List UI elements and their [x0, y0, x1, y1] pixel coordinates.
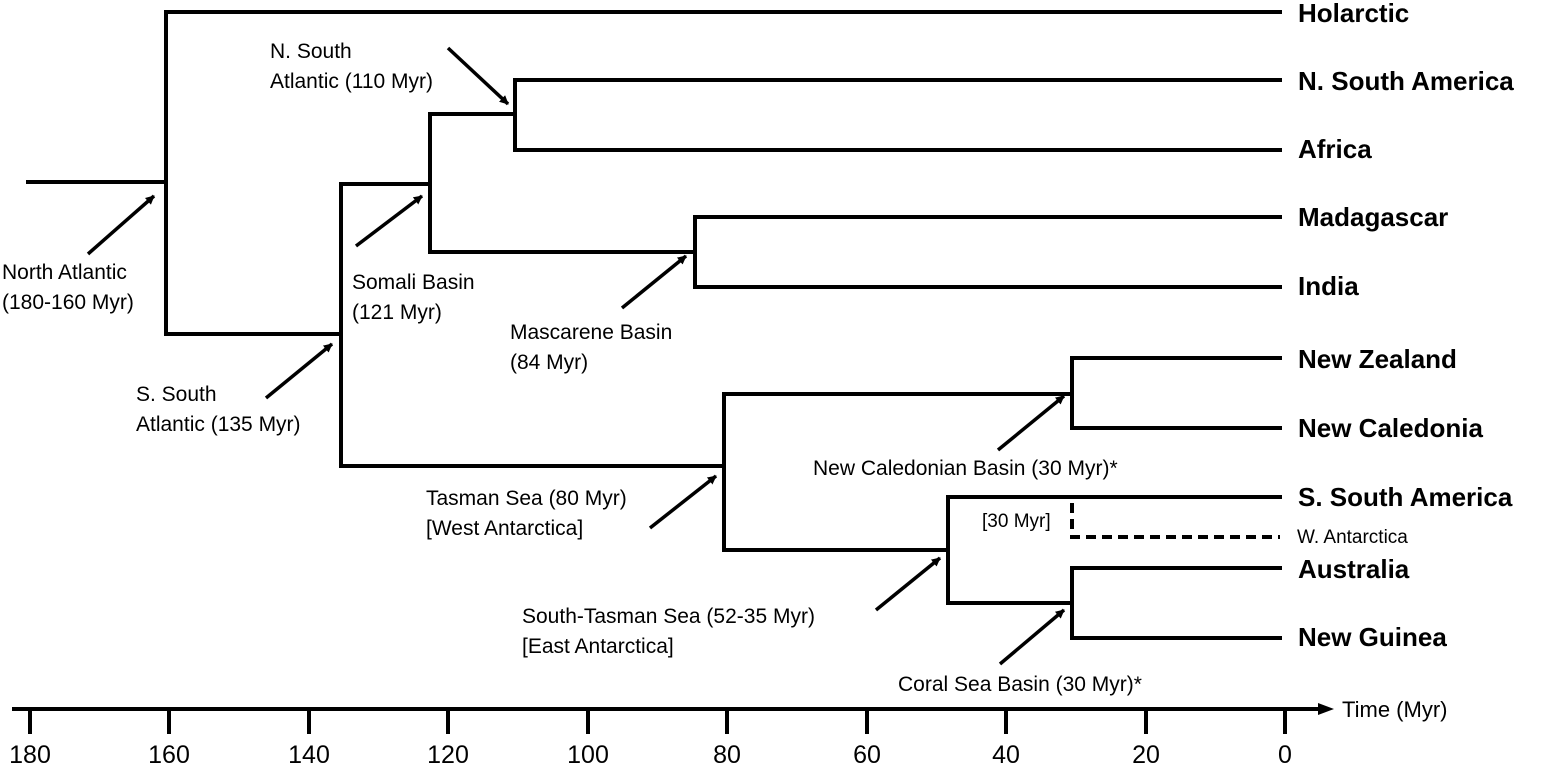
- event-labels: North Atlantic (180-160 Myr) N. South At…: [2, 40, 1142, 696]
- event-s-south-atlantic-line1: S. South: [136, 383, 217, 406]
- tick-label-120: 120: [427, 741, 469, 766]
- event-mascarene-basin-line1: Mascarene Basin: [510, 321, 672, 344]
- tick-label-20: 20: [1132, 741, 1160, 766]
- arrow-somali-basin: [354, 194, 424, 248]
- arrow-south-tasman-sea: [874, 556, 942, 612]
- event-coral-sea-basin: Coral Sea Basin (30 Myr)*: [898, 673, 1142, 696]
- tick-label-80: 80: [713, 741, 741, 766]
- tick-label-180: 180: [9, 741, 51, 766]
- taxon-new-zealand: New Zealand: [1298, 344, 1457, 374]
- taxon-n-south-america: N. South America: [1298, 66, 1514, 96]
- tick-label-160: 160: [148, 741, 190, 766]
- event-arrows: [86, 46, 1066, 666]
- taxon-india: India: [1298, 271, 1359, 301]
- taxon-new-caledonia: New Caledonia: [1298, 413, 1483, 443]
- tick-label-0: 0: [1278, 741, 1292, 766]
- w-antarctica-bracket: [30 Myr]: [982, 511, 1051, 532]
- time-axis: Time (Myr) 180 160 140 120 100 80 60 40 …: [9, 697, 1447, 766]
- tick-label-60: 60: [853, 741, 881, 766]
- arrow-tasman-sea: [648, 474, 718, 530]
- arrow-coral-sea-basin: [998, 608, 1066, 666]
- tree-branches: [26, 10, 1282, 640]
- event-s-south-atlantic-line2: Atlantic (135 Myr): [136, 413, 301, 436]
- taxon-holarctic: Holarctic: [1298, 0, 1409, 28]
- arrow-new-caledonian-basin: [996, 394, 1066, 452]
- tick-label-100: 100: [567, 741, 609, 766]
- event-n-south-atlantic-line2: Atlantic (110 Myr): [270, 70, 433, 93]
- tick-label-40: 40: [992, 741, 1020, 766]
- event-somali-basin-line2: (121 Myr): [352, 301, 442, 324]
- event-n-south-atlantic-line1: N. South: [270, 40, 352, 63]
- taxon-w-antarctica: W. Antarctica: [1297, 527, 1408, 548]
- arrow-north-atlantic: [86, 194, 156, 256]
- event-north-atlantic-line2: (180-160 Myr): [2, 291, 134, 314]
- arrow-mascarene-basin: [620, 254, 688, 310]
- taxon-labels: Holarctic N. South America Africa Madaga…: [1297, 0, 1514, 652]
- event-somali-basin-line1: Somali Basin: [352, 271, 475, 294]
- taxon-africa: Africa: [1298, 134, 1372, 164]
- taxon-australia: Australia: [1298, 554, 1410, 584]
- arrow-s-south-atlantic: [264, 342, 334, 400]
- tick-label-140: 140: [288, 741, 330, 766]
- event-tasman-sea-line2: [West Antarctica]: [426, 517, 583, 540]
- taxon-new-guinea: New Guinea: [1298, 622, 1447, 652]
- taxon-madagascar: Madagascar: [1298, 202, 1448, 232]
- arrow-n-south-atlantic: [446, 46, 510, 106]
- event-south-tasman-sea-line2: [East Antarctica]: [522, 635, 674, 658]
- event-south-tasman-sea-line1: South-Tasman Sea (52-35 Myr): [522, 605, 815, 628]
- event-tasman-sea-line1: Tasman Sea (80 Myr): [426, 487, 627, 510]
- axis-arrow-icon: [1318, 703, 1334, 715]
- axis-label: Time (Myr): [1342, 697, 1448, 722]
- branch-w-antarctica: [1070, 503, 1280, 539]
- event-mascarene-basin-line2: (84 Myr): [510, 351, 588, 374]
- taxon-s-south-america: S. South America: [1298, 482, 1513, 512]
- event-new-caledonian-basin: New Caledonian Basin (30 Myr)*: [813, 457, 1118, 480]
- event-north-atlantic-line1: North Atlantic: [2, 261, 127, 284]
